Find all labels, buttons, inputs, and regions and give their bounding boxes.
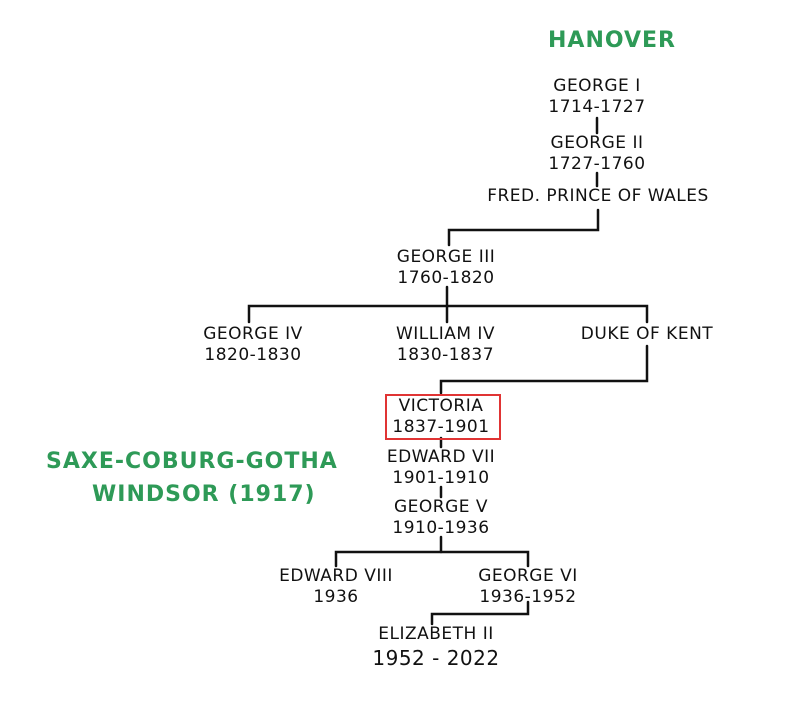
person-name: WILLIAM IV: [395, 324, 496, 344]
person-name: DUKE OF KENT: [580, 324, 714, 344]
person-years: 1901-1910: [392, 468, 490, 488]
person-years: 1727-1760: [548, 154, 646, 174]
person-years: 1714-1727: [548, 97, 646, 117]
person-george-iii: GEORGE III 1760-1820: [386, 247, 506, 289]
victoria-highlight-box: [385, 394, 501, 440]
person-name: GEORGE III: [396, 247, 496, 267]
person-george-vi: GEORGE VI 1936-1952: [468, 566, 588, 608]
person-elizabeth-ii: ELIZABETH II 1952 - 2022: [366, 624, 506, 671]
person-duke-of-kent: DUKE OF KENT: [572, 324, 722, 345]
person-william-iv: WILLIAM IV 1830-1837: [383, 324, 508, 366]
person-fred-prince-of-wales: FRED. PRINCE OF WALES: [478, 186, 718, 207]
person-name: FRED. PRINCE OF WALES: [487, 186, 709, 206]
connector-george6-elizabeth2: [430, 600, 530, 626]
connector-fred-george3: [447, 208, 600, 247]
house-label-windsor: WINDSOR (1917): [92, 482, 316, 507]
connector-george5-children: [334, 550, 530, 568]
person-name: VICTORIA: [398, 396, 484, 416]
person-years: 1936: [313, 587, 359, 607]
house-label-hanover: HANOVER: [548, 28, 676, 53]
person-edward-vii: EDWARD VII 1901-1910: [381, 447, 501, 489]
person-edward-viii: EDWARD VIII 1936: [271, 566, 401, 608]
person-years: 1820-1830: [204, 345, 302, 365]
person-name: EDWARD VIII: [279, 566, 393, 586]
person-name: EDWARD VII: [386, 447, 496, 467]
person-name: GEORGE IV: [203, 324, 303, 344]
person-years: 1760-1820: [397, 268, 495, 288]
person-years: 1830-1837: [396, 345, 495, 365]
person-years: 1910-1936: [392, 518, 490, 538]
person-years: 1837-1901: [392, 417, 490, 437]
person-george-ii: GEORGE II 1727-1760: [537, 133, 657, 175]
person-name: GEORGE V: [393, 497, 489, 517]
person-george-v: GEORGE V 1910-1936: [381, 497, 501, 539]
person-name: GEORGE II: [550, 133, 644, 153]
person-victoria: VICTORIA 1837-1901: [381, 396, 501, 438]
person-years: 1952 - 2022: [372, 646, 500, 670]
person-name: GEORGE I: [553, 76, 641, 96]
person-years: 1936-1952: [479, 587, 577, 607]
person-george-i: GEORGE I 1714-1727: [537, 76, 657, 118]
person-name: GEORGE VI: [478, 566, 578, 586]
connector-kent-victoria: [439, 344, 649, 395]
person-name: ELIZABETH II: [378, 624, 494, 644]
person-george-iv: GEORGE IV 1820-1830: [193, 324, 313, 366]
house-label-saxe-coburg-gotha: SAXE-COBURG-GOTHA: [46, 449, 338, 474]
